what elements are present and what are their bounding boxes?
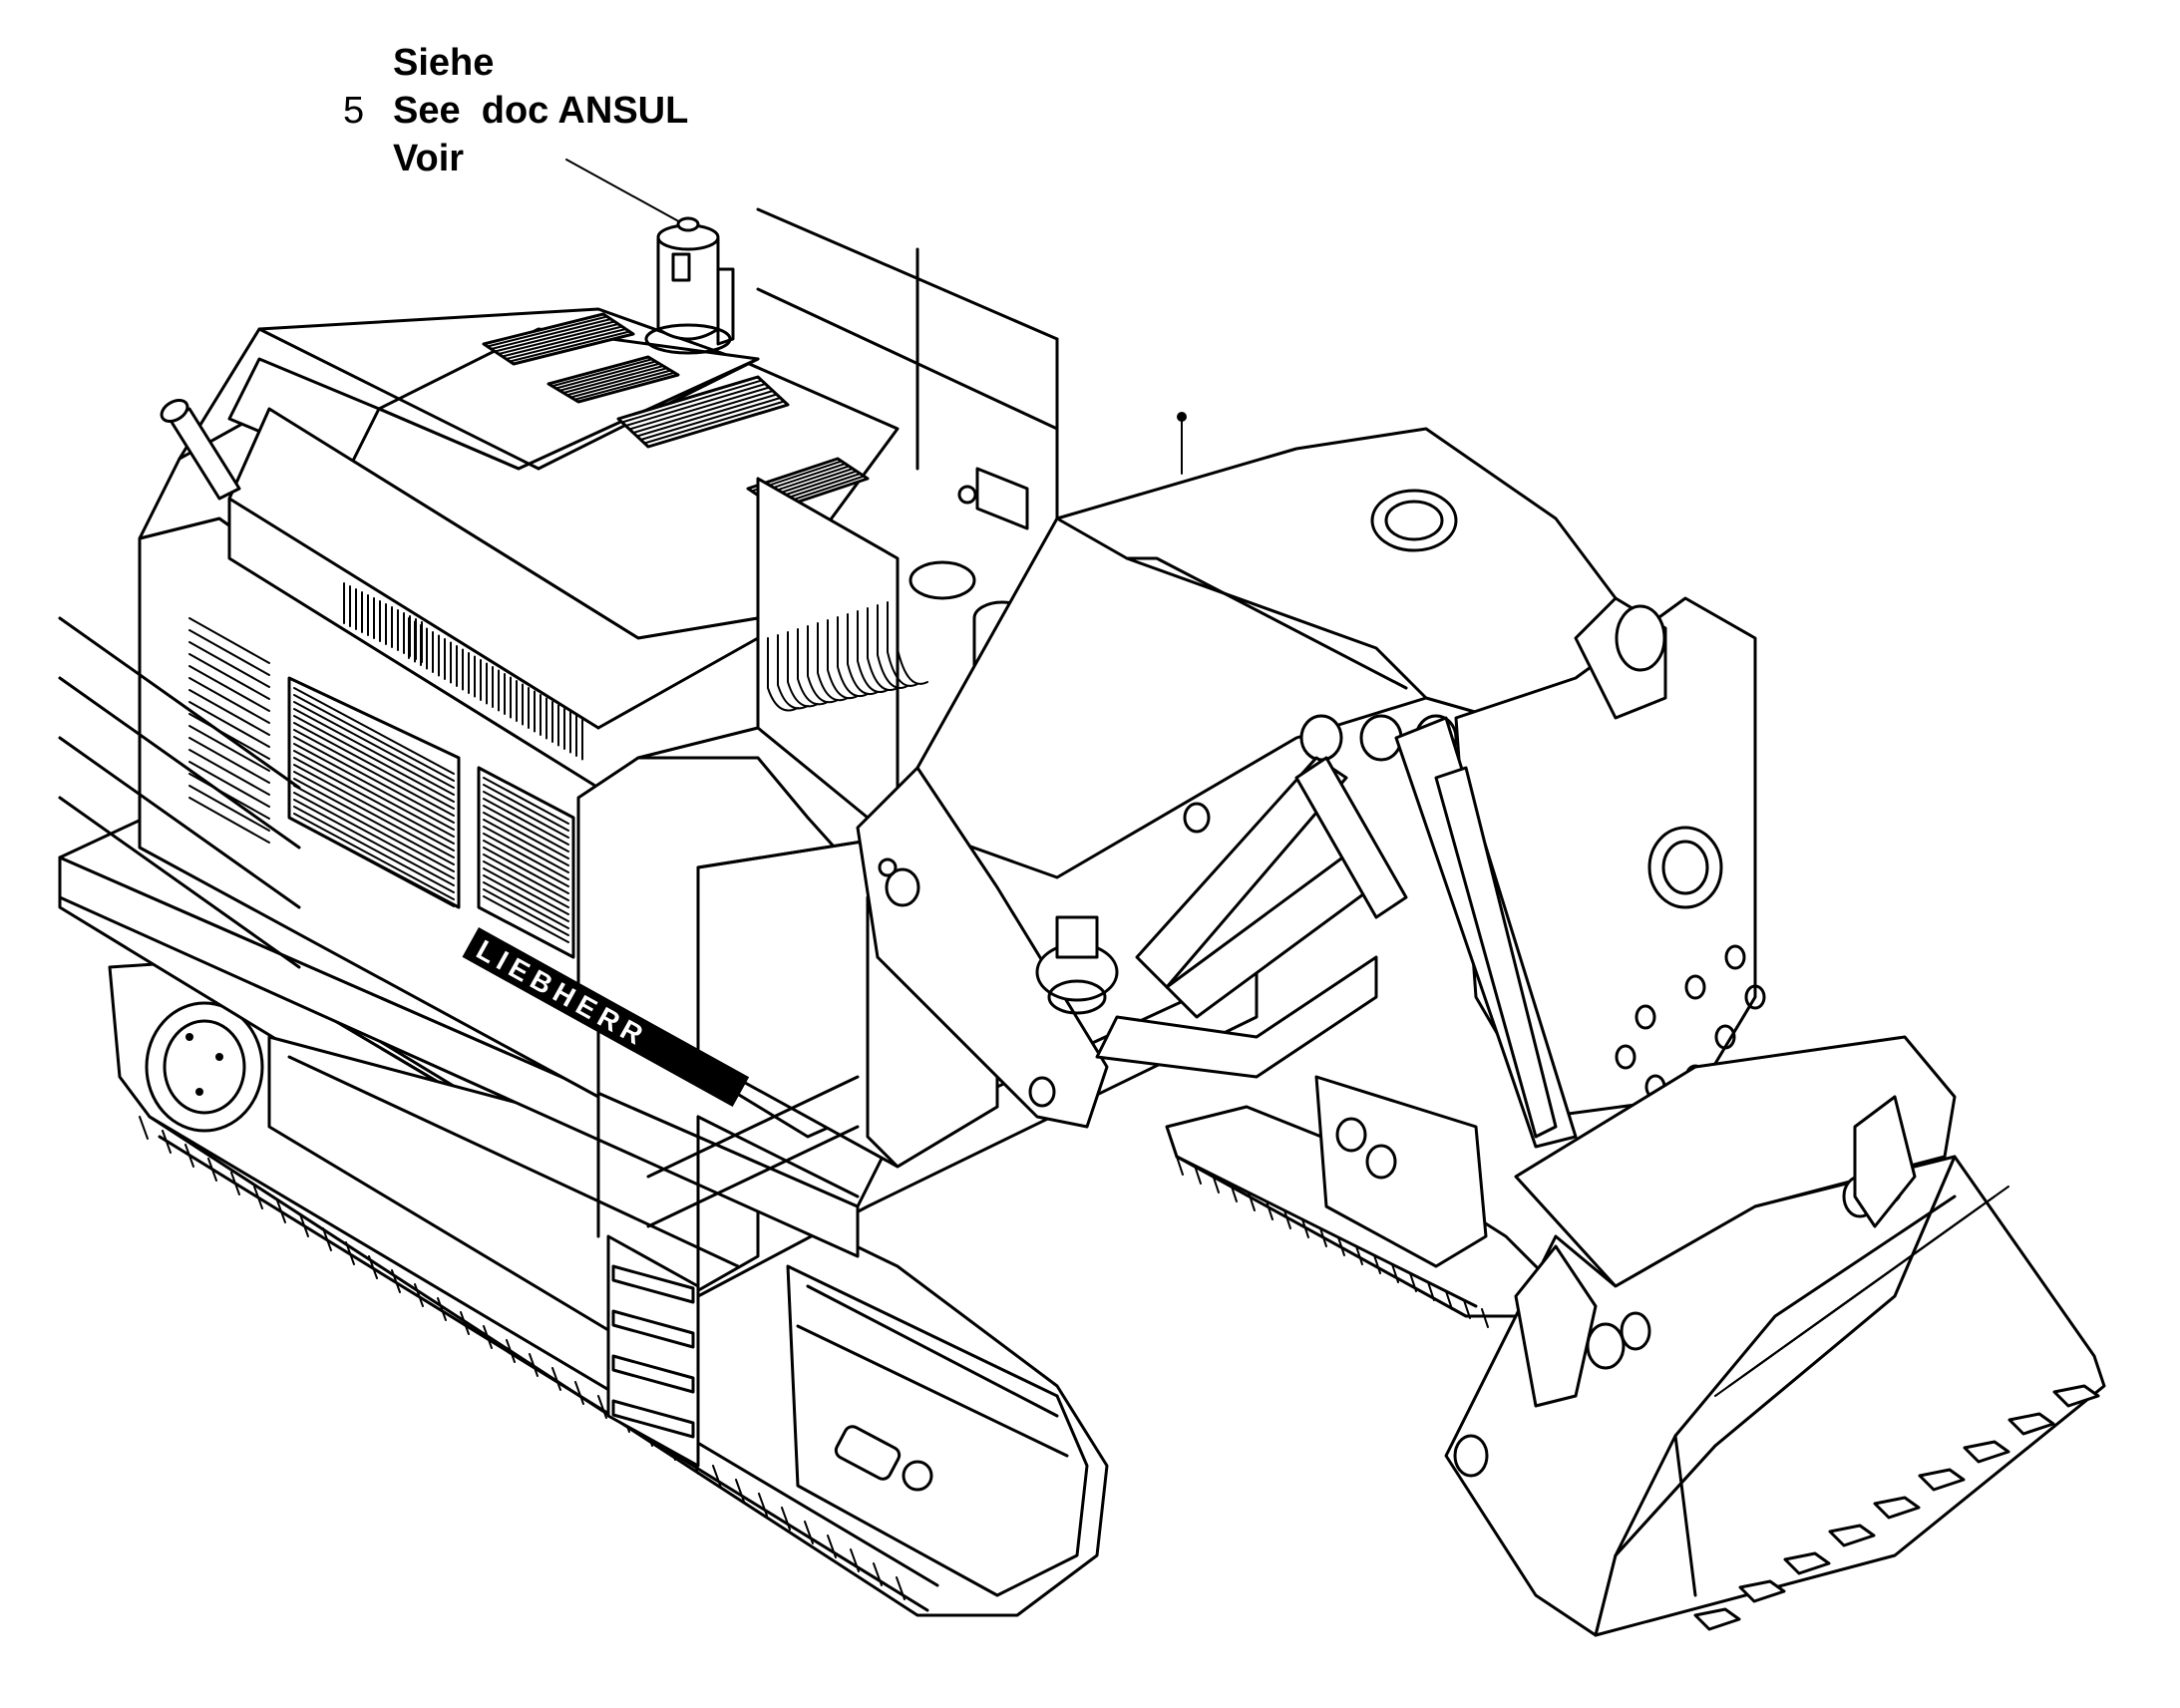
ansul-extinguisher-tank [644, 216, 735, 355]
access-ladder [606, 1234, 700, 1468]
hydraulic-cylinders [1095, 716, 1578, 1149]
right-crawler-track [1165, 1075, 1558, 1328]
callout-item-number: 5 [343, 90, 365, 132]
shovel-bucket [1444, 1035, 2106, 1637]
callout-text-de: Siehe [393, 42, 495, 84]
callout-text-fr: Voir [393, 138, 465, 179]
callout-text-en: See doc ANSUL [393, 90, 689, 132]
callout-leader-line [565, 159, 685, 225]
